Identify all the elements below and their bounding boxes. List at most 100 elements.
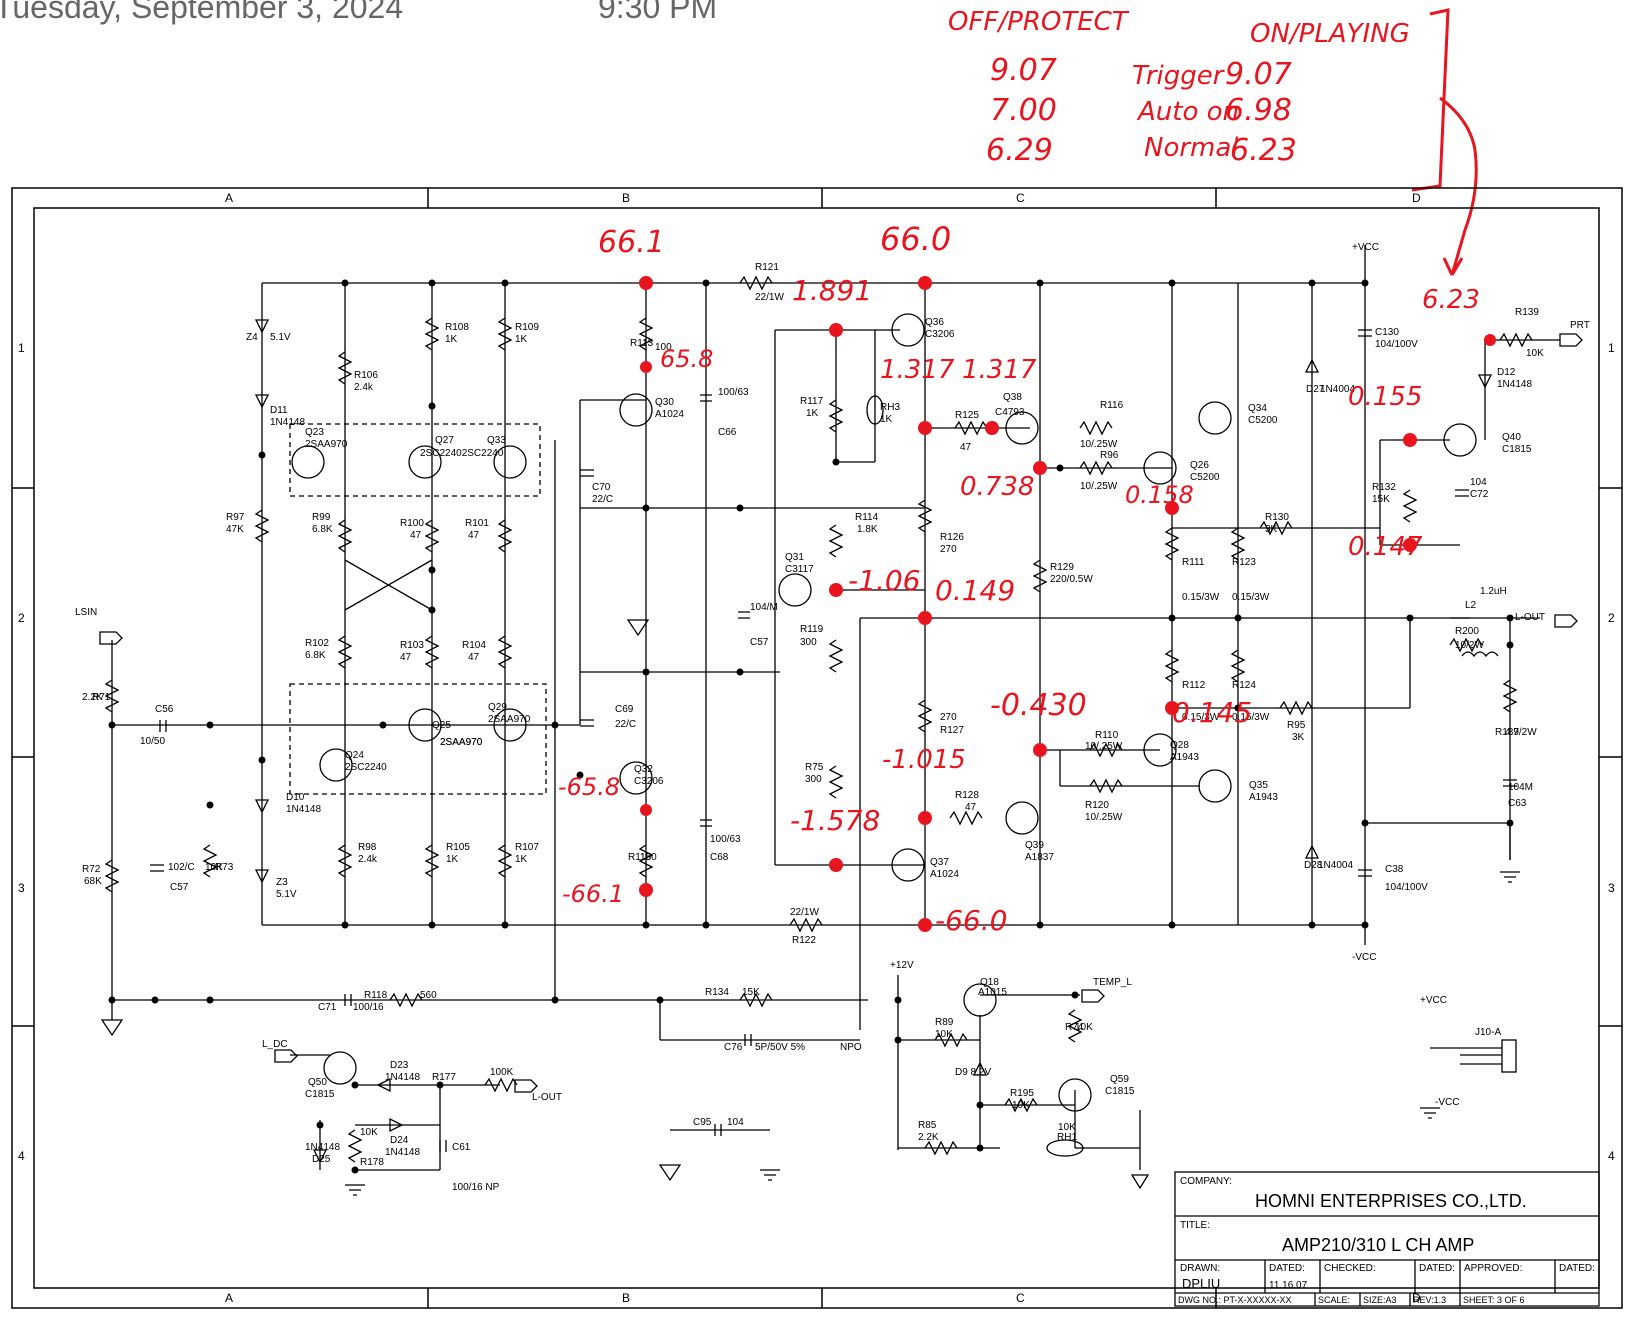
component-label: Q31 xyxy=(785,552,804,563)
component-label: 6.8K xyxy=(305,650,326,661)
component-label: L-OUT xyxy=(532,1092,562,1103)
resistor-r71 xyxy=(104,679,120,713)
resistor-r96 xyxy=(1079,460,1113,476)
component-label: 104/100V xyxy=(1375,339,1418,350)
component-label: 2SAA970 xyxy=(488,714,531,725)
component-label: 22/C xyxy=(592,494,613,505)
component-label: R123 xyxy=(1232,557,1256,568)
col-b-bottom: B xyxy=(622,1291,630,1305)
dated-label: DATED: xyxy=(1269,1263,1305,1274)
component-label: R128 xyxy=(955,790,979,801)
component-label: 2.4k xyxy=(358,854,378,865)
component-label: 300 xyxy=(800,637,817,648)
capacitor-c61 xyxy=(439,1140,447,1152)
component-label: 1.8K xyxy=(857,524,878,535)
component-label: 560 xyxy=(420,990,437,1001)
row-4-left: 4 xyxy=(18,1149,25,1163)
resistor-r89 xyxy=(934,1032,968,1048)
component-label: +VCC xyxy=(1420,995,1447,1006)
connector-temp-l xyxy=(1081,989,1105,1003)
component-label: R119 xyxy=(800,624,824,635)
component-label: 1N4004 xyxy=(1318,860,1353,871)
component-label: C5200 xyxy=(1248,415,1278,426)
component-label: R114 xyxy=(855,512,879,523)
component-label: 47 xyxy=(965,802,977,813)
note-on-3: 6.23 xyxy=(1230,133,1297,168)
component-label: R101 xyxy=(465,518,489,529)
resistor-r124 xyxy=(1230,649,1246,683)
component-label: D25 xyxy=(312,1154,331,1165)
title-block: COMPANY: HOMNI ENTERPRISES CO.,LTD. TITL… xyxy=(1174,1171,1600,1307)
col-a-bottom: A xyxy=(225,1291,233,1305)
dated-value: 11.16.07 xyxy=(1269,1280,1308,1291)
circuit-wiring xyxy=(100,245,1560,1171)
zener-z3 xyxy=(254,869,270,884)
component-labels: +VCCC130104/100VD271N4004R13910KPRTD121N… xyxy=(75,242,1590,1193)
size-label: SIZE:A3 xyxy=(1363,1295,1397,1305)
component-label: 2SAA970 xyxy=(440,737,483,748)
resistor-r129 xyxy=(1032,559,1048,593)
component-label: 15K xyxy=(1372,494,1390,505)
component-label: R125 xyxy=(955,410,979,421)
component-label: R108 xyxy=(445,322,469,333)
component-label: L-OUT xyxy=(1515,612,1545,623)
ground-symbol-temp xyxy=(1130,1174,1150,1190)
voltage-reading: 6.23 xyxy=(1422,285,1480,315)
voltage-reading: 0.738 xyxy=(960,472,1034,502)
annotation-arrow xyxy=(1411,8,1478,276)
drawing-frame xyxy=(11,187,1623,1309)
resistor-r118 xyxy=(389,992,423,1008)
connector-l-out xyxy=(1554,614,1578,628)
component-label: +VCC xyxy=(1352,242,1379,253)
transistor-q37 xyxy=(891,848,925,882)
transistor-q27 xyxy=(408,445,442,479)
component-label: 10K xyxy=(360,1127,378,1138)
voltage-reading: -1.06 xyxy=(848,564,920,597)
component-label: Q24 xyxy=(345,750,364,761)
approved-label: APPROVED: xyxy=(1464,1263,1522,1274)
component-label: C70 xyxy=(592,482,611,493)
component-label: 5.1V xyxy=(276,889,297,900)
component-label: A1024 xyxy=(930,869,959,880)
component-label: 270 xyxy=(940,544,957,555)
component-label: Z3 xyxy=(276,877,288,888)
component-label: A1943 xyxy=(1249,792,1278,803)
component-label: D12 xyxy=(1497,367,1516,378)
capacitor-c95 xyxy=(714,1124,722,1136)
ground-symbol-j10 xyxy=(1420,1107,1440,1119)
component-label: R95 xyxy=(1287,720,1306,731)
resistor-r128 xyxy=(949,810,983,826)
component-label: C5200 xyxy=(1190,472,1220,483)
component-label: L_DC xyxy=(262,1039,288,1050)
component-label: 2.2K xyxy=(82,692,103,703)
connector-l-dc xyxy=(274,1049,298,1063)
component-label: 10/2W xyxy=(1455,640,1484,651)
transistor-q59 xyxy=(1058,1078,1092,1112)
component-label: 270 xyxy=(940,712,957,723)
component-label: -VCC xyxy=(1352,952,1376,963)
note-label-2: Auto on xyxy=(1136,97,1239,127)
voltage-reading: 1.317 xyxy=(880,355,955,385)
component-label: 10/.25W xyxy=(1080,439,1118,450)
component-label: R109 xyxy=(515,322,539,333)
drawn-value: DPLIU xyxy=(1182,1276,1220,1291)
component-label: R89 xyxy=(935,1017,954,1028)
ground-symbol-out xyxy=(1500,871,1520,883)
component-label: R126 xyxy=(940,532,964,543)
transistor-q26 xyxy=(1143,451,1177,485)
capacitor-c66 xyxy=(700,394,712,402)
component-label: 220/0.5W xyxy=(1050,574,1093,585)
component-label: 100 xyxy=(640,852,657,863)
resistor-r115 xyxy=(638,844,654,878)
col-d-bottom: D xyxy=(1412,1291,1421,1305)
resistor-r132 xyxy=(1402,489,1418,523)
component-label: -VCC xyxy=(1435,1097,1459,1108)
component-label: R177 xyxy=(432,1072,456,1083)
component-label: R122 xyxy=(792,935,816,946)
rev-label: REV:1.3 xyxy=(1413,1295,1446,1305)
capacitor-c57b xyxy=(150,864,164,872)
component-label: R75 xyxy=(805,762,824,773)
dated3-label: DATED: xyxy=(1559,1263,1595,1274)
diode-d27 xyxy=(1304,358,1320,373)
